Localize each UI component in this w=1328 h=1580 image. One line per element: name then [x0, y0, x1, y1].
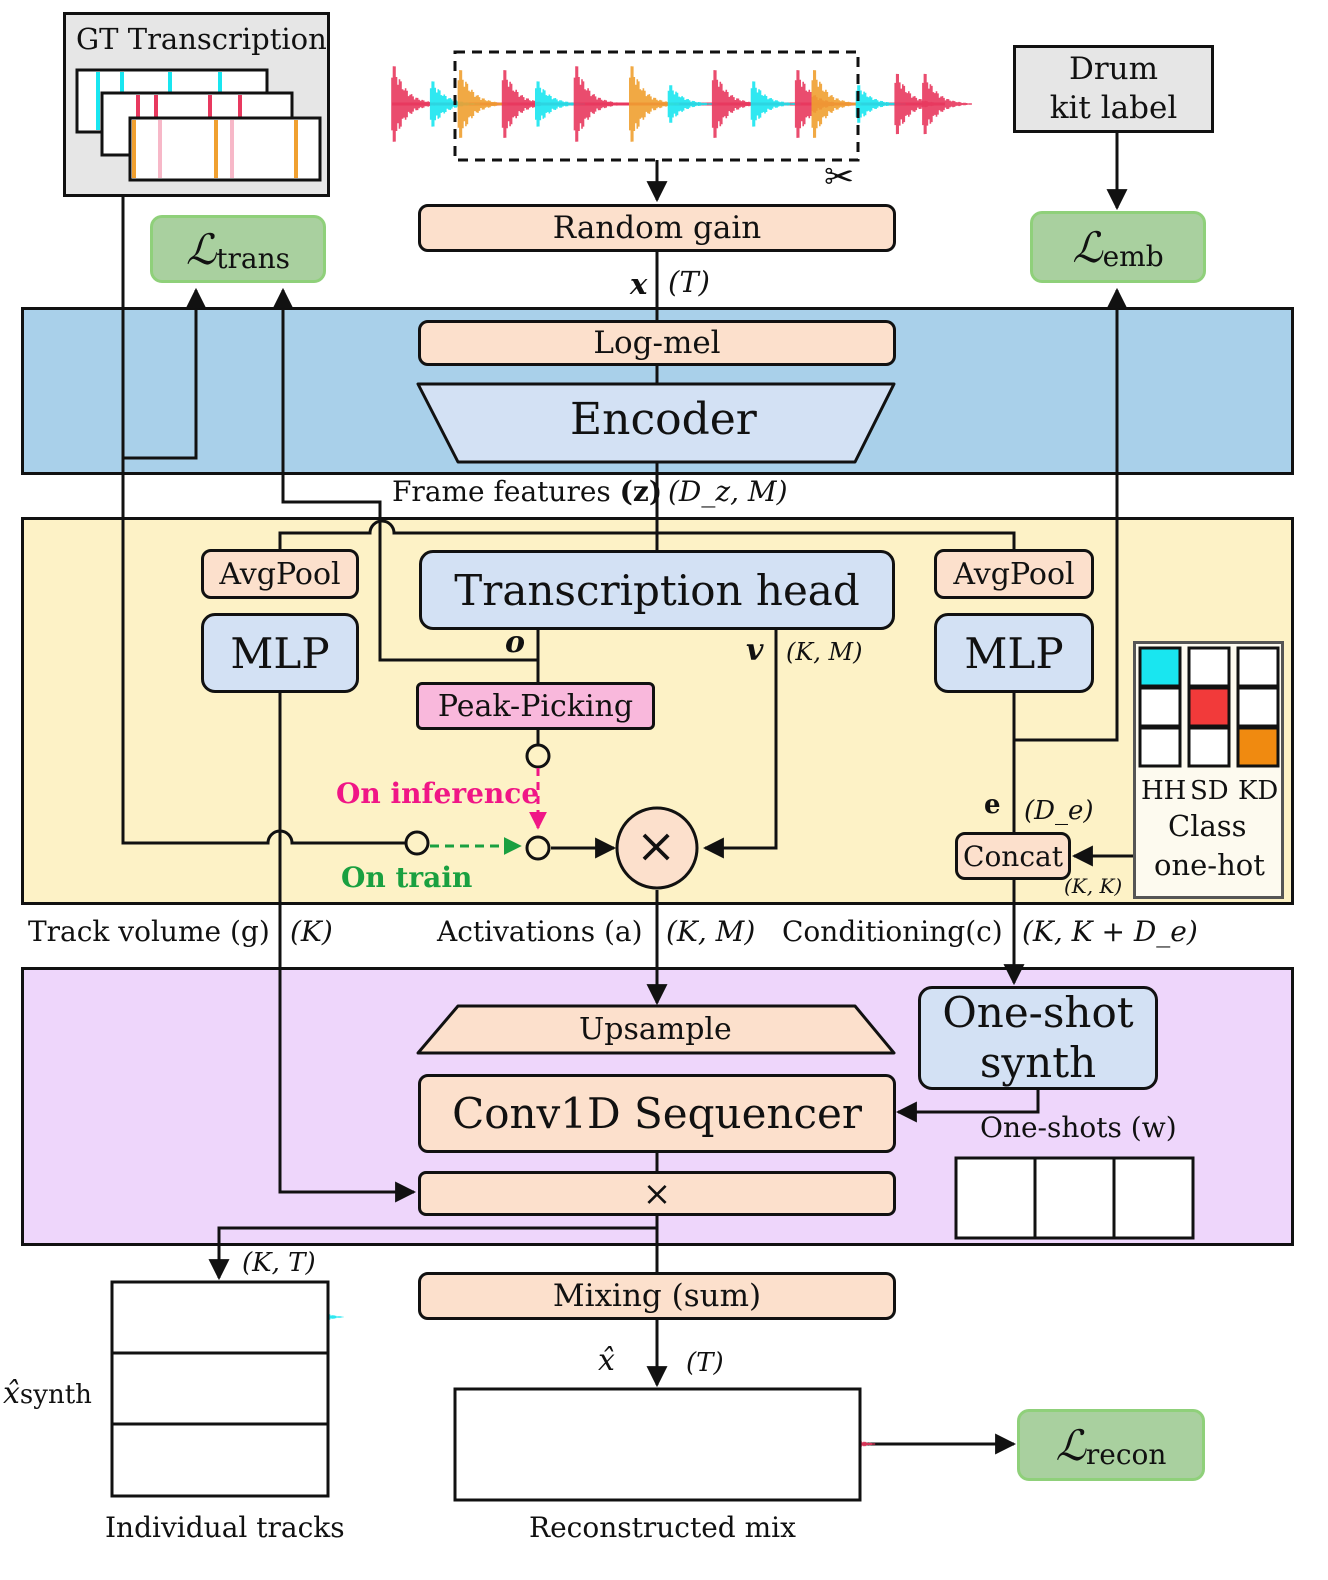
x-label: x	[630, 267, 648, 301]
random-gain-box: Random gain	[418, 204, 896, 252]
concat-label: Concat	[963, 839, 1063, 873]
x-synth-symbol: x̂	[3, 1376, 20, 1411]
loss-trans-sub: trans	[216, 241, 290, 275]
conditioning-label: Conditioning(c)	[782, 915, 1003, 948]
waveform-burst-sd	[922, 73, 972, 135]
drum-kit-line1: Drum	[1068, 51, 1159, 88]
peak-picking-label: Peak-Picking	[437, 688, 634, 724]
conv1d-sequencer-label: Conv1D Sequencer	[452, 1089, 862, 1138]
inference-node	[525, 743, 551, 769]
random-gain-label: Random gain	[552, 210, 762, 246]
avgpool-right-label: AvgPool	[953, 556, 1075, 592]
scissors-icon: ✂	[824, 157, 855, 198]
frame-features-text: Frame features	[392, 475, 611, 508]
train-node	[404, 830, 430, 856]
o-label: o	[505, 625, 526, 660]
activations-shape: (K, M)	[666, 915, 756, 948]
loss-trans-symbol: ℒ	[186, 224, 217, 274]
multiply-node	[615, 806, 699, 890]
avgpool-left-label: AvgPool	[219, 556, 341, 592]
log-mel-label: Log-mel	[593, 325, 721, 361]
kk-shape-label: (K, K)	[1064, 874, 1123, 898]
track-volume-label: Track volume (g)	[28, 915, 270, 948]
upsample-label: Upsample	[579, 1012, 732, 1047]
drum-kit-line2: kit label	[1049, 90, 1178, 126]
oneshot-synth-line2: synth	[979, 1038, 1097, 1087]
individual-tracks-label: Individual tracks	[105, 1511, 345, 1544]
v-shape-label: (K, M)	[786, 638, 863, 666]
concat-box: Concat	[955, 832, 1071, 880]
e-label: e	[984, 790, 1001, 820]
reconstructed-mix-label: Reconstructed mix	[529, 1511, 796, 1544]
mlp-right-box: MLP	[934, 613, 1094, 693]
e-shape-label: (D_e)	[1024, 796, 1094, 826]
mlp-left-label: MLP	[230, 628, 330, 678]
avgpool-right-box: AvgPool	[934, 549, 1094, 599]
conditioning-shape: (K, K + D_e)	[1022, 915, 1198, 948]
loss-emb-symbol: ℒ	[1072, 222, 1103, 272]
log-mel-box: Log-mel	[418, 320, 896, 366]
transcription-head-label: Transcription head	[454, 565, 860, 615]
kt-shape-label: (K, T)	[242, 1248, 316, 1278]
synth-multiply-symbol: ×	[642, 1173, 672, 1214]
on-train-label: On train	[341, 861, 473, 894]
oneshot-synth-box: One-shot synth	[918, 986, 1158, 1090]
track-volume-shape: (K)	[290, 915, 333, 948]
conv1d-sequencer-box: Conv1D Sequencer	[418, 1074, 896, 1153]
drum-kit-label-box: Drum kit label	[1013, 45, 1214, 133]
peak-picking-box: Peak-Picking	[416, 682, 655, 730]
xhat-label: x̂	[598, 1343, 615, 1378]
on-inference-label: On inference	[336, 777, 540, 810]
class-label-kd: KD	[1238, 776, 1279, 806]
synth-multiply-box: ×	[418, 1171, 896, 1216]
mixing-box: Mixing (sum)	[418, 1272, 896, 1320]
frame-features-shape: (D_z, M)	[668, 475, 788, 508]
mixing-label: Mixing (sum)	[552, 1278, 762, 1314]
input-waveform	[391, 66, 972, 142]
mlp-right-label: MLP	[964, 628, 1064, 678]
v-label: v	[746, 633, 764, 668]
activations-label: Activations (a)	[437, 915, 643, 948]
xhat-shape: (T)	[686, 1348, 724, 1378]
class-label-sd: SD	[1190, 776, 1229, 806]
class-label-hh: HH	[1141, 776, 1187, 806]
loss-recon-symbol: ℒ	[1055, 1420, 1086, 1470]
oneshots-label: One-shots (w)	[980, 1111, 1177, 1144]
avgpool-left-box: AvgPool	[201, 549, 359, 599]
loss-emb-sub: emb	[1102, 239, 1164, 273]
mlp-left-box: MLP	[201, 613, 359, 693]
x-synth-label: x̂synth	[3, 1376, 92, 1411]
frame-features-symbol: (z)	[619, 475, 663, 508]
gt-transcription-title: GT Transcription	[76, 22, 327, 56]
class-onehot-line1: Class	[1168, 809, 1247, 843]
loss-recon-sub: recon	[1085, 1437, 1167, 1471]
switch-node	[525, 835, 551, 861]
class-onehot-line2: one-hot	[1154, 848, 1265, 882]
oneshot-synth-line1: One-shot	[942, 987, 1134, 1037]
frame-features-label: Frame features (z)	[392, 478, 662, 506]
x-shape-label: (T)	[668, 265, 710, 299]
multiply-symbol: ×	[636, 818, 677, 874]
encoder-label: Encoder	[570, 394, 757, 445]
x-synth-sub: synth	[19, 1380, 92, 1410]
transcription-head-box: Transcription head	[419, 550, 895, 630]
waveform-burst-sd	[573, 66, 624, 142]
